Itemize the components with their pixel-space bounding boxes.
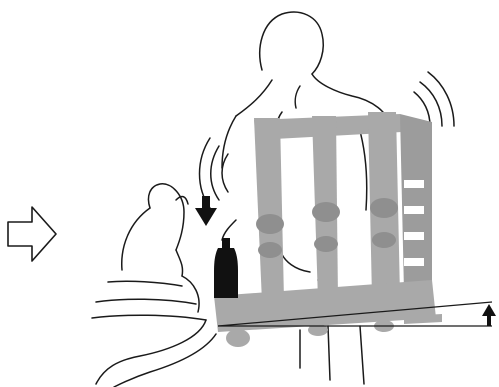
process-arrow-icon: [8, 207, 56, 261]
kneeling-figure-outline: [92, 184, 216, 387]
bottle: [214, 238, 238, 298]
rack-equipment: [214, 112, 442, 347]
motion-lines-icon: [414, 72, 454, 126]
down-arrow-icon: [195, 196, 217, 226]
up-arrow-icon: [482, 304, 496, 326]
